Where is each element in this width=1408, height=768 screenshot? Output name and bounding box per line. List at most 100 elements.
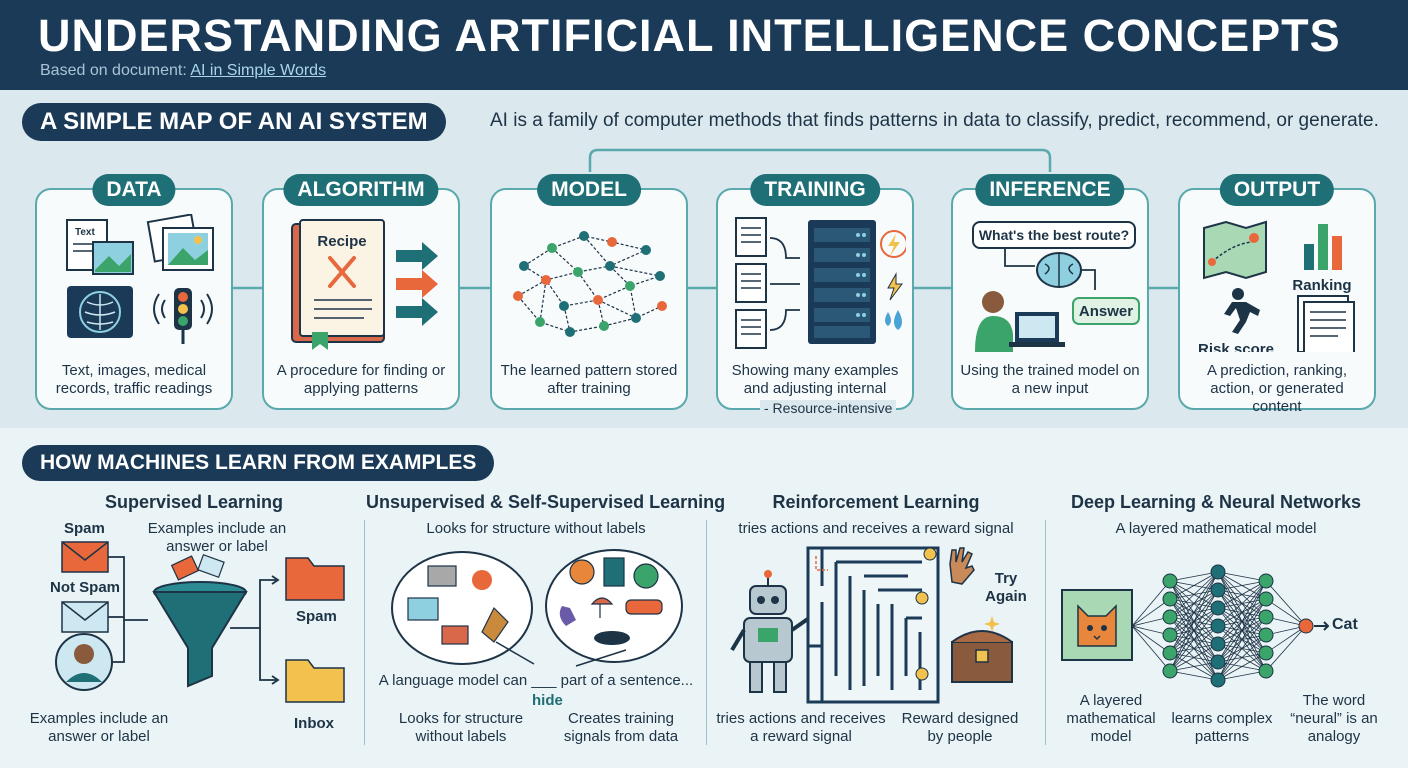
reinforcement-title: Reinforcement Learning bbox=[772, 492, 980, 512]
unsupervised-title: Unsupervised & Self-Supervised Learning bbox=[366, 492, 726, 512]
section-learning-title: HOW MACHINES LEARN FROM EXAMPLES bbox=[22, 445, 495, 481]
treasure-chest-icon bbox=[951, 616, 1013, 683]
spam-envelope-icon bbox=[61, 541, 109, 573]
server-rack-icon bbox=[808, 220, 876, 344]
photos-icon bbox=[146, 214, 214, 271]
network-edge bbox=[1217, 580, 1267, 681]
recipe-label: Recipe bbox=[317, 233, 366, 250]
source-line: Based on document: AI in Simple Words bbox=[40, 62, 326, 80]
network-edge bbox=[1217, 580, 1267, 591]
stage-algorithm-desc: A procedure for finding or applying patt… bbox=[276, 362, 446, 397]
network-node bbox=[1210, 636, 1226, 652]
column-divider bbox=[364, 520, 365, 745]
network-node bbox=[1210, 564, 1226, 580]
inference-question: What's the best route? bbox=[979, 227, 1129, 243]
inference-answer: Answer bbox=[1079, 303, 1133, 320]
text-document-icon: Text bbox=[66, 219, 134, 275]
network-nodes bbox=[513, 231, 667, 337]
network-edge bbox=[1217, 580, 1267, 663]
unsupervised-subtitle: Looks for structure without labels bbox=[426, 520, 646, 537]
network-edge bbox=[1169, 571, 1219, 654]
network-node bbox=[1258, 627, 1274, 643]
section-ai-map-title: A SIMPLE MAP OF AN AI SYSTEM bbox=[22, 103, 446, 141]
network-node bbox=[1162, 573, 1178, 589]
supervised-note: Examples include an answer or label bbox=[147, 520, 287, 555]
network-graph-icon bbox=[513, 231, 667, 337]
network-edge bbox=[1217, 571, 1267, 582]
deep-learning-panel: Deep Learning & Neural Networks A layere… bbox=[1046, 490, 1386, 760]
network-edge bbox=[1169, 670, 1219, 681]
network-nodes bbox=[1162, 564, 1314, 688]
reinforcement-learning-panel: Reinforcement Learning tries actions and… bbox=[706, 490, 1046, 760]
section-ai-map-intro: AI is a family of computer methods that … bbox=[490, 110, 1379, 131]
network-edge bbox=[1217, 580, 1267, 627]
bar-chart-icon bbox=[1304, 224, 1342, 270]
network-node bbox=[1162, 645, 1178, 661]
network-node bbox=[1298, 618, 1314, 634]
user-avatar-icon bbox=[55, 633, 113, 691]
network-node bbox=[1258, 591, 1274, 607]
stage-model-desc: The learned pattern stored after trainin… bbox=[500, 362, 678, 397]
reinforcement-left-note: tries actions and receives a reward sign… bbox=[716, 710, 886, 745]
network-edge bbox=[1217, 652, 1267, 681]
spam-folder-icon bbox=[285, 557, 345, 601]
funnel-icon bbox=[152, 553, 248, 688]
network-edge bbox=[1217, 580, 1267, 645]
not-spam-label: Not Spam bbox=[50, 579, 121, 596]
network-node bbox=[1210, 600, 1226, 616]
unsupervised-left-note: Looks for structure without labels bbox=[398, 710, 524, 745]
stage-inference: INFERENCE What's the best route? Answer … bbox=[951, 174, 1149, 410]
network-node bbox=[1258, 645, 1274, 661]
try-again-label: Try Again bbox=[985, 570, 1027, 605]
network-edge bbox=[1131, 625, 1171, 672]
cluster-two-items bbox=[559, 557, 663, 645]
stage-inference-desc: Using the trained model on a new input bbox=[960, 362, 1140, 397]
source-prefix: Based on document: bbox=[40, 62, 191, 79]
cluster-one-items bbox=[407, 565, 509, 645]
network-edge bbox=[1217, 634, 1267, 681]
stage-data-title: DATA bbox=[92, 174, 176, 206]
network-edge bbox=[1169, 571, 1219, 672]
network-edge bbox=[1169, 607, 1219, 672]
deep-note-complex: learns complex patterns bbox=[1171, 710, 1273, 745]
self-supervised-right-note: Creates training signals from data bbox=[563, 710, 679, 745]
text-icon-label: Text bbox=[75, 227, 95, 238]
training-resource-note: - Resource-intensive bbox=[760, 400, 897, 416]
network-connections bbox=[1131, 571, 1307, 681]
network-edge bbox=[1265, 598, 1307, 627]
network-node bbox=[1210, 672, 1226, 688]
network-edge bbox=[1217, 598, 1267, 681]
traffic-light-icon bbox=[153, 288, 213, 344]
stage-inference-title: INFERENCE bbox=[975, 174, 1125, 206]
source-link[interactable]: AI in Simple Words bbox=[190, 62, 327, 79]
network-node bbox=[1258, 663, 1274, 679]
network-edge bbox=[1169, 661, 1219, 672]
network-edge bbox=[1217, 580, 1267, 609]
header: UNDERSTANDING ARTIFICIAL INTELLIGENCE CO… bbox=[0, 0, 1408, 90]
deep-note-neural: The word “neural” is an analogy bbox=[1290, 692, 1378, 745]
network-edge bbox=[1169, 571, 1219, 600]
column-divider bbox=[1045, 520, 1046, 745]
deep-note-layered: A layered mathematical model bbox=[1066, 692, 1156, 745]
stage-output: OUTPUT Ranking Risk score A prediction, … bbox=[1178, 174, 1376, 415]
network-edge bbox=[1217, 616, 1267, 681]
network-node bbox=[1258, 609, 1274, 625]
network-edge bbox=[1169, 571, 1219, 582]
network-edge bbox=[1217, 670, 1267, 681]
stage-output-title: OUTPUT bbox=[1219, 174, 1335, 206]
network-node bbox=[1162, 591, 1178, 607]
hand-stop-icon bbox=[949, 547, 975, 585]
network-node bbox=[1162, 663, 1178, 679]
stage-model-title: MODEL bbox=[537, 174, 641, 206]
cat-output-label: Cat bbox=[1332, 616, 1358, 633]
network-edge bbox=[1131, 580, 1171, 627]
network-edge bbox=[1265, 625, 1307, 654]
brain-icon bbox=[1036, 252, 1082, 288]
map-icon bbox=[1203, 220, 1267, 280]
clusters-diagram bbox=[391, 549, 683, 667]
medical-scan-icon bbox=[67, 286, 133, 338]
deep-learning-subtitle: A layered mathematical model bbox=[1115, 520, 1317, 537]
cat-photo-icon bbox=[1061, 589, 1133, 661]
maze-icon bbox=[806, 546, 940, 704]
network-node bbox=[1210, 582, 1226, 598]
